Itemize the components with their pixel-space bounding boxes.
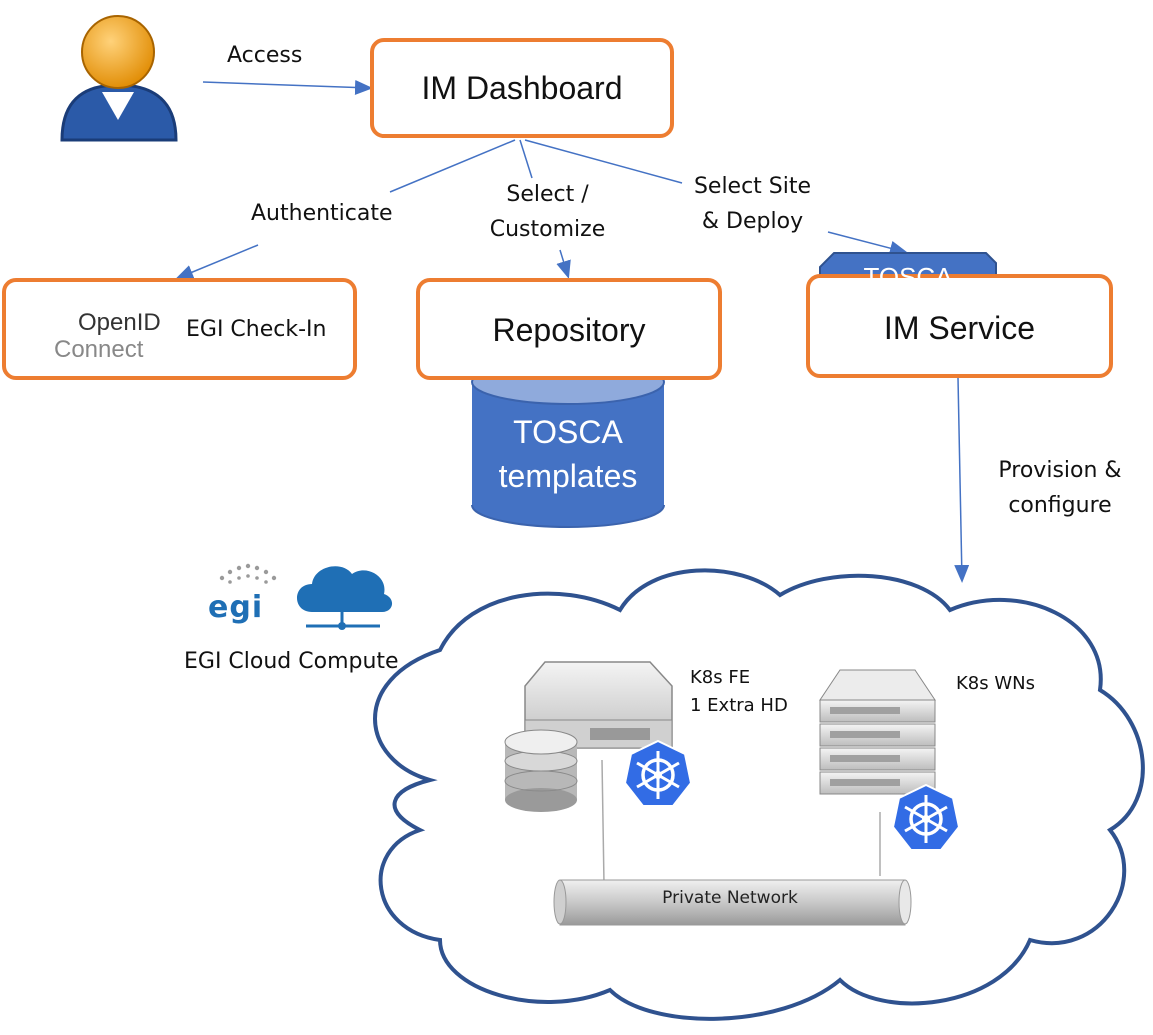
im-service-title: IM Service xyxy=(883,310,1036,346)
provision-label-line1: Provision & xyxy=(998,458,1122,483)
deploy-arrow xyxy=(827,231,908,256)
deploy-label-line1: Select Site xyxy=(693,174,812,199)
k8s-fe-line1: K8s FE xyxy=(690,667,751,688)
cloud-shape xyxy=(373,568,1145,1021)
tosca-tag-label: TOSCA xyxy=(863,262,953,292)
select-label-line2: Customize xyxy=(489,217,606,242)
fe-network-link xyxy=(601,759,605,885)
k8s-fe-line2: 1 Extra HD xyxy=(690,695,788,716)
k8s-fe-label: K8s FE 1 Extra HD xyxy=(690,664,788,720)
deploy-label-line2: & Deploy xyxy=(701,209,804,234)
select-arrow xyxy=(556,249,571,279)
select-line-a xyxy=(519,139,533,179)
im-dashboard-title: IM Dashboard xyxy=(421,69,623,106)
repository-title: Repository xyxy=(492,312,646,348)
egi-cloud-compute-label: EGI Cloud Compute xyxy=(184,649,399,674)
im-service-box: IM Service xyxy=(806,274,1113,378)
provision-arrow xyxy=(954,377,970,583)
access-arrow xyxy=(202,79,373,95)
auth-line-a xyxy=(389,139,516,193)
private-network-pipe xyxy=(553,879,912,926)
tosca-templates-line2: templates xyxy=(498,458,638,494)
openid-connect-wordmark: Connect xyxy=(54,336,144,363)
egi-logo-text: egi xyxy=(208,590,264,625)
provision-configure-label: Provision & configure xyxy=(990,453,1130,523)
select-label-line1: Select / xyxy=(506,182,589,207)
openid-wordmark: OpenID xyxy=(78,309,161,336)
tosca-tag: TOSCA xyxy=(820,252,996,302)
deploy-line-a xyxy=(524,139,683,184)
database-icon xyxy=(504,729,578,812)
server-icon xyxy=(819,669,936,795)
tosca-templates-line1: TOSCA xyxy=(513,414,623,450)
access-label: Access xyxy=(227,43,303,68)
checkin-box xyxy=(2,278,357,380)
select-customize-label: Select / Customize xyxy=(485,177,610,247)
auth-arrow xyxy=(175,244,259,280)
k8s-wns-label: K8s WNs xyxy=(956,673,1035,694)
authenticate-label: Authenticate xyxy=(251,201,393,226)
kubernetes-icon xyxy=(623,739,693,807)
user-icon xyxy=(60,15,178,142)
kubernetes-icon xyxy=(891,783,961,851)
checkin-label: EGI Check-In xyxy=(186,317,327,342)
provision-label-line2: configure xyxy=(1008,493,1112,518)
repository-box: Repository xyxy=(416,278,722,380)
tosca-templates-label: TOSCA templates xyxy=(470,410,666,498)
private-network-label: Private Network xyxy=(662,888,798,908)
im-dashboard-box: IM Dashboard xyxy=(370,38,674,138)
select-site-deploy-label: Select Site & Deploy xyxy=(685,169,820,239)
cloud-upload-icon xyxy=(297,566,393,630)
egi-logo xyxy=(219,563,277,584)
